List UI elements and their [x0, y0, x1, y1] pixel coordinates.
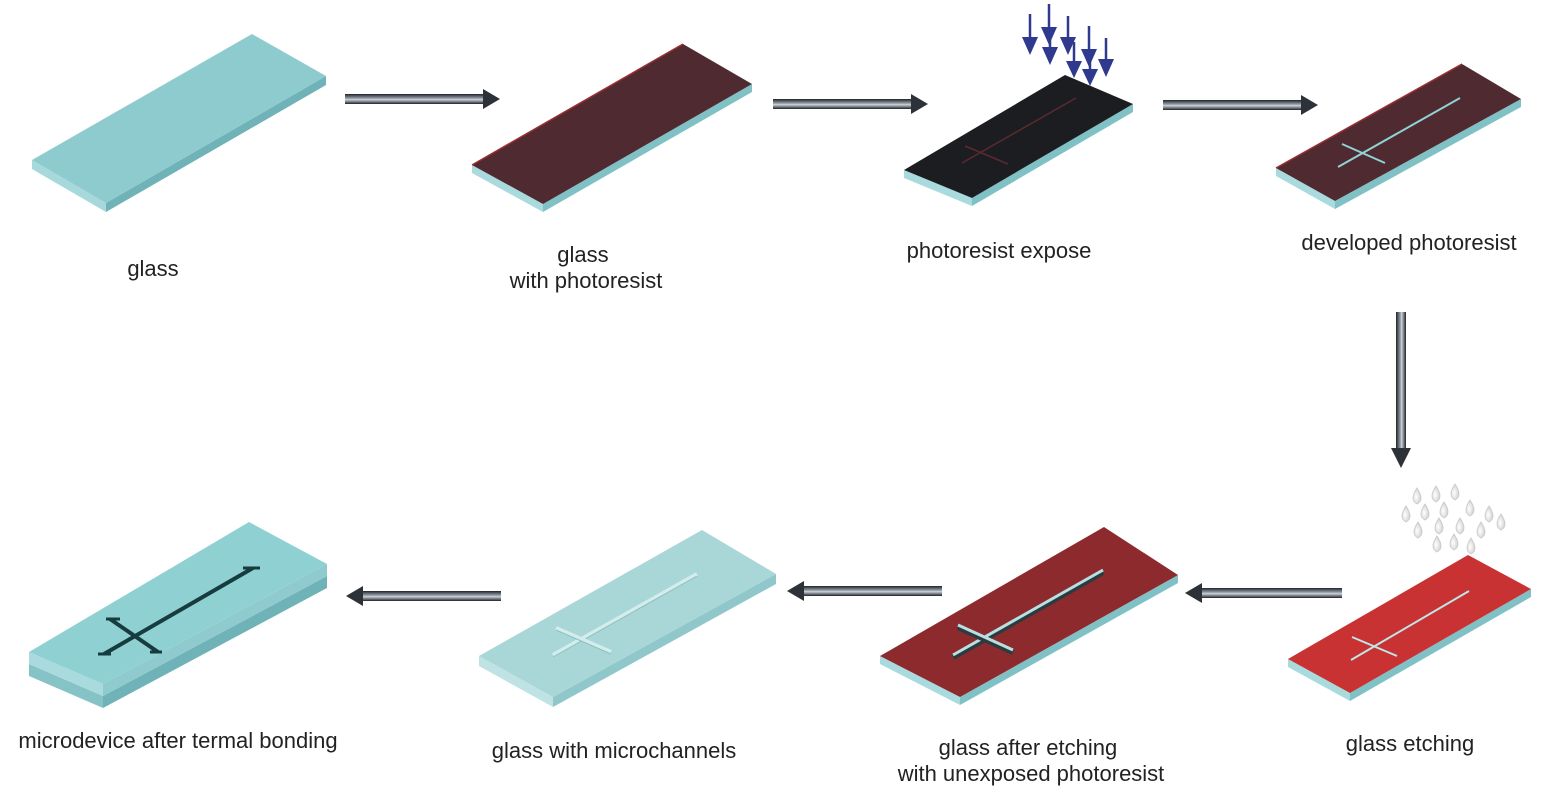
microchannel-cross-edge — [555, 629, 612, 655]
after-etch-channel-cross — [957, 623, 1014, 652]
glass-slide-front-face — [32, 160, 106, 212]
label-glass-with-microchannels: glass with microchannels — [492, 738, 737, 763]
process-arrow-2 — [773, 94, 928, 114]
bonded-upper-front-face — [29, 652, 103, 696]
after-etch-channel-main-shadow — [951, 569, 1105, 660]
photoresist-edge-highlight — [471, 43, 684, 166]
microchannel-glass-right-face — [553, 574, 776, 707]
etching-channel-cross — [1351, 636, 1398, 657]
after-etch-channel-main — [952, 568, 1104, 657]
microchannel-cross — [555, 626, 612, 654]
developed-channel-main — [1337, 97, 1461, 168]
label-photoresist-expose: photoresist expose — [907, 238, 1092, 263]
bonded-upper-right-face — [103, 564, 327, 696]
exposure-pattern-cross — [964, 145, 1009, 165]
glass-layer-front-face — [472, 165, 543, 212]
after-etch-channel-cross-shadow — [956, 624, 1015, 655]
exposed-photoresist-layer — [904, 75, 1133, 198]
after-etch-glass-front-face — [880, 656, 960, 705]
bonded-top-face — [29, 522, 327, 684]
etchant-droplets-icon — [1401, 483, 1506, 555]
label-glass: glass — [127, 256, 178, 281]
after-etching-slide — [880, 527, 1178, 705]
uv-light-arrows-icon — [1022, 4, 1114, 86]
label-glass-with-photoresist: glass with photoresist — [509, 242, 663, 293]
photoresist-layer — [472, 44, 752, 204]
etching-glass-right-face — [1350, 589, 1531, 701]
exposed-glass-right-face — [972, 104, 1133, 206]
microchannel-main-edge — [552, 575, 698, 658]
glass-slide — [32, 34, 326, 212]
bonded-microdevice — [29, 522, 327, 708]
bonded-channel-main — [103, 566, 254, 656]
exposed-glass-front-face — [904, 170, 972, 206]
process-arrow-5 — [1185, 583, 1342, 603]
developed-channel-cross — [1341, 143, 1386, 164]
microchannel-glass-slide — [479, 530, 776, 707]
process-arrow-7 — [346, 586, 501, 606]
developed-glass-right-face — [1335, 99, 1521, 209]
bonded-channel-cross — [108, 617, 160, 654]
label-glass-after-etching: glass after etching with unexposed photo… — [897, 735, 1165, 786]
etching-slide — [1288, 555, 1531, 701]
label-developed-photoresist: developed photoresist — [1301, 230, 1516, 255]
glass-slide-top-face — [32, 34, 326, 203]
process-arrow-3 — [1163, 95, 1318, 115]
glass-with-photoresist — [471, 43, 752, 212]
developed-photoresist-slide — [1275, 63, 1521, 209]
glass-slide-right-face — [106, 76, 326, 212]
etching-channel-main — [1350, 590, 1470, 661]
developed-edge-highlight — [1275, 63, 1463, 169]
etching-red-layer — [1288, 555, 1531, 693]
after-etch-glass-right-face — [960, 575, 1178, 705]
process-arrow-4-down — [1391, 312, 1411, 468]
bonded-lower-right-face — [103, 576, 327, 708]
process-arrow-6 — [787, 581, 942, 601]
bonded-lower-front-face — [29, 664, 103, 708]
glass-layer-right-face — [543, 84, 752, 212]
label-glass-etching: glass etching — [1346, 731, 1474, 756]
developed-glass-front-face — [1276, 168, 1335, 209]
microchannel-glass-front-face — [479, 656, 553, 707]
exposed-photoresist-slide — [904, 75, 1133, 206]
microchannel-main — [552, 572, 698, 657]
process-arrow-1 — [345, 89, 500, 109]
label-bonded-microdevice: microdevice after termal bonding — [18, 728, 337, 753]
etching-glass-front-face — [1288, 659, 1350, 701]
